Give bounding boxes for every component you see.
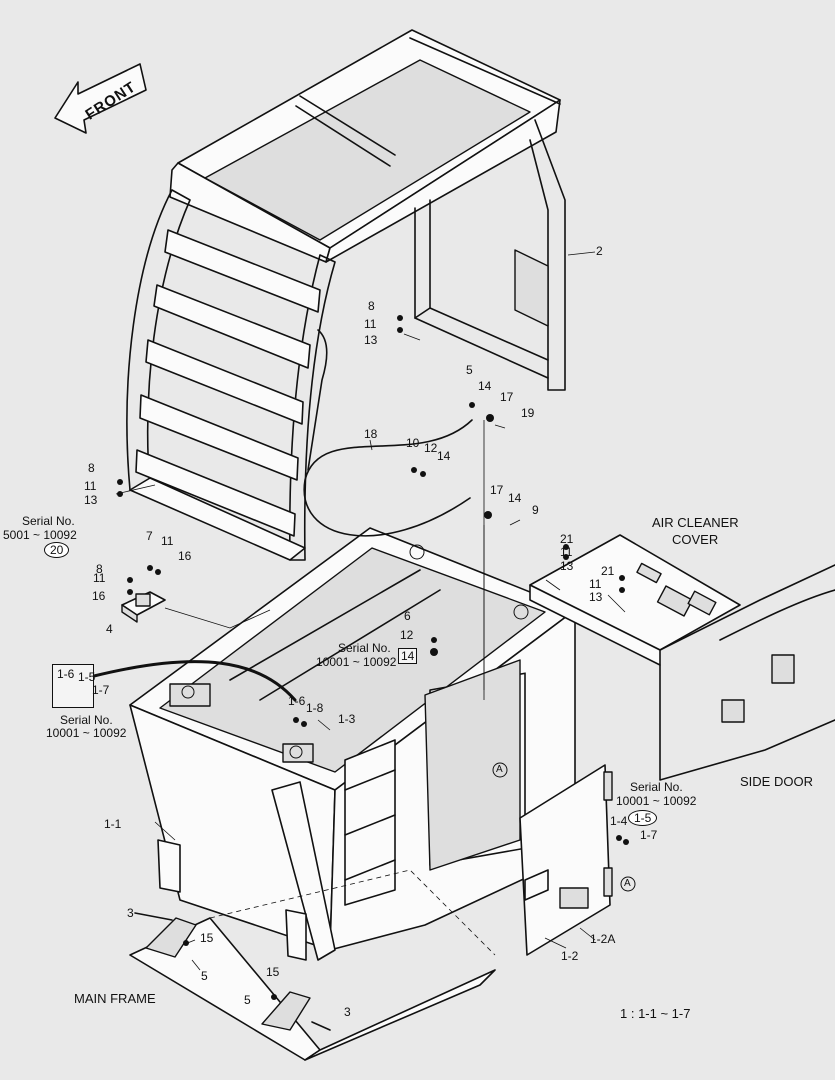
- part-label-1-3: 1-3: [338, 712, 356, 726]
- front-arrow-icon: [54, 63, 147, 134]
- part-label-13-d: 13: [589, 590, 603, 604]
- part-label-21-a: 21: [560, 532, 574, 546]
- part-label-1-7-a: 1-7: [92, 683, 110, 697]
- bracket-4: [121, 591, 166, 623]
- part-label-11-d: 11: [589, 577, 602, 591]
- part-label-15-b: 15: [266, 965, 280, 979]
- side-door-housing: [659, 564, 835, 781]
- part-label-12-b: 12: [400, 628, 414, 642]
- sub-assembly-note: 1 : 1-1 ~ 1-7: [620, 1006, 691, 1021]
- part-label-1-6-a: 1-6: [57, 667, 75, 681]
- air-cleaner-label-line2: COVER: [672, 532, 719, 547]
- part-label-14-c: 14: [508, 491, 522, 505]
- part-group-box: [52, 664, 94, 708]
- part-label-13-c: 13: [560, 559, 574, 573]
- part-label-1-6-b: 1-6: [288, 694, 306, 708]
- part-label-16-b: 16: [92, 589, 106, 603]
- part-label-5-top: 5: [466, 363, 473, 377]
- part-label-5-b: 5: [244, 993, 251, 1007]
- part-label-17-a: 17: [500, 390, 514, 404]
- part-label-1-2a: 1-2A: [590, 932, 616, 946]
- part-label-11-bracket: 11: [161, 534, 174, 548]
- part-label-1-8: 1-8: [306, 701, 324, 715]
- part-label-16-a: 16: [178, 549, 192, 563]
- part-label-3-a: 3: [127, 906, 134, 920]
- bolts-3: [134, 912, 331, 1031]
- part-label-11-bracket-b: 11: [93, 571, 106, 585]
- part-label-18: 18: [364, 427, 378, 441]
- view-marker-a-1: A: [496, 764, 503, 775]
- cable-18: [303, 419, 473, 537]
- part-label-2: 2: [596, 244, 603, 258]
- part-label-14-a: 14: [478, 379, 492, 393]
- leader-lines: [92, 251, 626, 971]
- part-label-11-top: 11: [364, 317, 377, 331]
- part-label-11-c: 11: [560, 545, 573, 559]
- serial-label-d: Serial No.: [630, 780, 683, 794]
- canopy-guard: [126, 29, 566, 561]
- part-label-1-1: 1-1: [104, 817, 122, 831]
- part-label-1-5-a: 1-5: [78, 670, 96, 684]
- serial-range-a: 5001 ~ 10092: [3, 528, 77, 542]
- air-cleaner-label-line1: AIR CLEANER: [652, 515, 739, 530]
- part-label-12-a: 12: [424, 441, 438, 455]
- part-label-1-5-circled: 1-5: [628, 810, 658, 826]
- view-marker-a-2: A: [624, 878, 631, 889]
- part-label-15-a: 15: [200, 931, 214, 945]
- part-label-7: 7: [146, 529, 153, 543]
- part-label-19: 19: [521, 406, 535, 420]
- part-label-14-boxed: 14: [398, 648, 418, 664]
- serial-range-b: 10001 ~ 10092: [316, 655, 397, 669]
- serial-range-c: 10001 ~ 10092: [46, 726, 127, 740]
- part-label-1-7-b: 1-7: [640, 828, 658, 842]
- part-label-13-top: 13: [364, 333, 378, 347]
- part-label-3-b: 3: [344, 1005, 351, 1019]
- part-label-20-circled: 20: [44, 542, 70, 558]
- serial-label-b: Serial No.: [338, 641, 391, 655]
- part-label-8-bracket: 8: [96, 562, 103, 576]
- part-label-1-2: 1-2: [561, 949, 579, 963]
- part-label-8-top: 8: [368, 299, 375, 313]
- main-frame-label: MAIN FRAME: [74, 991, 156, 1006]
- main-frame-box: [129, 527, 576, 961]
- side-door-panel: [519, 764, 613, 956]
- part-label-5-a: 5: [201, 969, 208, 983]
- part-label-4: 4: [106, 622, 113, 636]
- main-frame-base: [129, 869, 496, 1061]
- part-label-21-b: 21: [601, 564, 615, 578]
- part-label-17-b: 17: [490, 483, 504, 497]
- part-label-1-4: 1-4: [610, 814, 628, 828]
- serial-range-d: 10001 ~ 10092: [616, 794, 697, 808]
- part-label-14-b: 14: [437, 449, 451, 463]
- part-label-10: 10: [406, 436, 420, 450]
- part-label-11-left: 11: [84, 479, 97, 493]
- part-label-9: 9: [532, 503, 539, 517]
- side-door-label: SIDE DOOR: [740, 774, 813, 789]
- part-label-8-left: 8: [88, 461, 95, 475]
- part-label-13-left: 13: [84, 493, 98, 507]
- serial-label-a: Serial No.: [22, 514, 75, 528]
- part-label-6: 6: [404, 609, 411, 623]
- serial-label-c: Serial No.: [60, 713, 113, 727]
